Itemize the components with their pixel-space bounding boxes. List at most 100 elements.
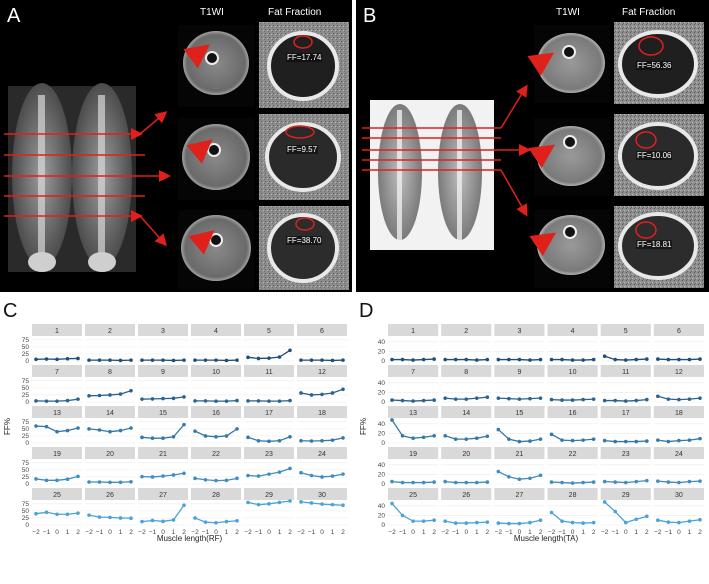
facet-strip [600, 406, 651, 418]
facet-title: 12 [318, 369, 326, 376]
facet-title: 22 [569, 451, 577, 458]
data-point [108, 429, 112, 434]
facet-strip [653, 447, 704, 459]
x-tick-label: 2 [129, 529, 133, 536]
facet-strip [85, 406, 135, 418]
facet-plot-bg [85, 377, 135, 403]
data-point [517, 521, 522, 526]
panel-b-label: B [363, 5, 377, 27]
facet-c-18: 18 [297, 406, 347, 444]
facet-strip [547, 447, 598, 459]
facet-c-17: 17 [244, 406, 294, 444]
data-point [496, 396, 501, 400]
data-point [485, 480, 490, 484]
x-tick-label: 0 [108, 529, 112, 536]
y-tick-label: 40 [378, 339, 386, 346]
facet-title: 24 [318, 451, 326, 458]
facet-title: 3 [161, 328, 165, 335]
facet-title: 23 [265, 451, 273, 458]
data-point [108, 393, 112, 397]
facet-strip [191, 488, 241, 500]
data-point [193, 516, 197, 520]
x-tick-label: 1 [331, 529, 335, 536]
data-point [411, 436, 415, 440]
data-point [44, 478, 49, 483]
data-point [400, 398, 405, 403]
x-tick-label: −2 [654, 529, 662, 536]
data-point [507, 357, 511, 362]
data-point [613, 398, 618, 403]
ff-value-a3: FF=38.70 [286, 236, 323, 245]
data-point [87, 513, 91, 517]
facet-plot-bg [191, 377, 241, 403]
facet-title: 28 [569, 492, 577, 499]
x-tick-label: −2 [441, 529, 449, 536]
data-point [464, 521, 469, 525]
facet-c-16: 16 [191, 406, 241, 444]
x-tick-label: 0 [267, 529, 271, 536]
data-point [76, 474, 80, 479]
facet-title: 24 [675, 451, 683, 458]
data-point [193, 476, 197, 481]
x-tick-label: 2 [182, 529, 186, 536]
data-point [309, 473, 314, 478]
data-point [591, 397, 596, 401]
facet-strip [388, 324, 439, 336]
facet-title: 10 [212, 369, 220, 376]
data-point [118, 358, 123, 363]
data-point [591, 357, 596, 362]
data-point [203, 434, 208, 438]
data-point [140, 519, 144, 524]
facet-plot-bg [85, 500, 135, 526]
t1wi-header-a: T1WI [200, 7, 224, 18]
facet-d-17: 17 [600, 406, 651, 444]
data-point [687, 438, 692, 442]
y-tick-label: 75 [22, 501, 30, 508]
data-point [656, 394, 660, 399]
x-tick-label: 1 [688, 529, 692, 536]
y-tick-label: 50 [22, 426, 30, 433]
data-point [390, 479, 394, 484]
data-point [330, 391, 335, 395]
data-point [517, 439, 522, 444]
x-tick-label: 2 [645, 529, 649, 536]
data-point [214, 520, 218, 525]
data-point [432, 480, 436, 484]
data-point [277, 500, 282, 505]
ff-value-a2: FF=9.57 [286, 145, 319, 154]
facet-c-14: 14 [85, 406, 135, 444]
facet-plot-bg [600, 418, 651, 444]
y-axis-label: FF% [3, 418, 12, 435]
data-point [613, 509, 618, 514]
data-point [677, 397, 681, 402]
facet-c-4: 4 [191, 324, 241, 363]
facet-strip [653, 488, 704, 500]
y-tick-label: 25 [22, 474, 30, 481]
facet-title: 16 [212, 410, 220, 417]
ff-value-b2: FF=10.06 [636, 151, 673, 160]
data-point [570, 481, 575, 485]
data-point [538, 396, 543, 400]
data-point [538, 437, 543, 441]
data-point [474, 480, 479, 485]
x-tick-label: −2 [601, 529, 609, 536]
data-point [570, 520, 575, 525]
data-point [288, 348, 292, 353]
facet-d-5: 5 [600, 324, 651, 362]
data-point [320, 438, 324, 443]
data-point [390, 418, 394, 422]
data-point [591, 437, 596, 441]
data-point [485, 434, 490, 439]
data-point [474, 396, 479, 400]
y-tick-label: 50 [22, 344, 30, 351]
data-point [687, 479, 692, 484]
facet-d-2: 2 [441, 324, 492, 362]
data-point [474, 436, 479, 440]
data-point [44, 510, 49, 515]
facet-plot-bg [494, 459, 545, 485]
data-point [443, 396, 447, 400]
